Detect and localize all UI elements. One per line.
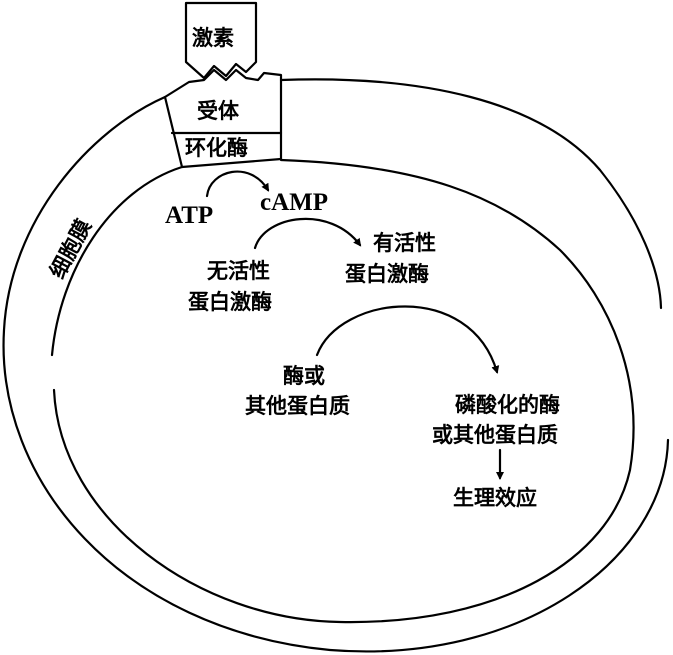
receptor-box bbox=[163, 68, 283, 169]
phosphorylated-line1: 磷酸化的酶 bbox=[455, 393, 560, 417]
hormone-label: 激素 bbox=[192, 26, 234, 50]
inactive-kinase-line1: 无活性 bbox=[207, 259, 270, 283]
phosphorylation-arrow bbox=[315, 305, 500, 374]
hormone-shape bbox=[184, 1, 258, 80]
inactive-kinase-line2: 蛋白激酶 bbox=[188, 290, 272, 314]
phosphorylated-line2: 或其他蛋白质 bbox=[432, 423, 558, 447]
membrane-label: 细胞膜 bbox=[45, 215, 96, 282]
atp-label: ATP bbox=[165, 202, 213, 229]
membrane-outer-line bbox=[2, 95, 670, 653]
active-kinase-line2: 蛋白激酶 bbox=[345, 262, 429, 286]
membrane-inner-line bbox=[50, 165, 184, 357]
kinase-activation-arrow bbox=[253, 217, 362, 250]
membrane-inner-line-bottom bbox=[52, 158, 635, 624]
cyclase-label: 环化酶 bbox=[185, 136, 248, 160]
camp-label: cAMP bbox=[260, 189, 328, 216]
atp-to-camp-arrow bbox=[205, 170, 270, 198]
receptor-label: 受体 bbox=[197, 99, 240, 123]
substrate-line2: 其他蛋白质 bbox=[245, 394, 350, 418]
substrate-line1: 酶或 bbox=[283, 364, 325, 388]
membrane-outer-line-top bbox=[279, 78, 663, 310]
effect-label: 生理效应 bbox=[453, 486, 537, 510]
active-kinase-line1: 有活性 bbox=[373, 231, 436, 255]
